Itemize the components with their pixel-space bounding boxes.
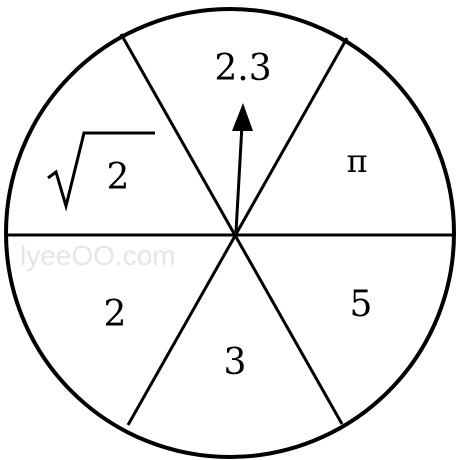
spinner-arrowhead bbox=[232, 103, 253, 131]
spinner-outer-circle bbox=[4, 7, 456, 459]
spinner-arrow-shaft bbox=[234, 124, 244, 233]
watermark-text: lyeeOO.com bbox=[20, 240, 176, 271]
radicand-text: 2 bbox=[107, 157, 130, 198]
sector-label-lower-right: 5 bbox=[350, 284, 373, 325]
sector-label-top: 2.3 bbox=[214, 48, 271, 89]
sector-label-upper-right: π bbox=[346, 142, 367, 180]
radical-sign-icon bbox=[47, 131, 155, 212]
divider-diagonal-1 bbox=[119, 33, 344, 425]
sector-label-bottom: 3 bbox=[224, 342, 247, 383]
sector-label-upper-left: 2 bbox=[47, 131, 155, 212]
sector-label-lower-left: 2 bbox=[104, 294, 127, 335]
